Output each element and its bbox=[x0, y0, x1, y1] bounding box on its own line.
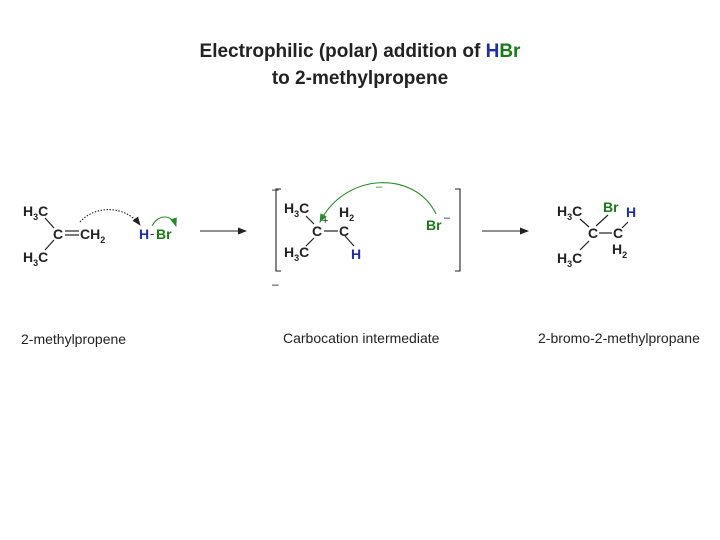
hbr-bond: - bbox=[150, 226, 154, 241]
intermediate-cation-carbon: C bbox=[312, 223, 322, 239]
product-ch2-carbon: C bbox=[613, 225, 623, 241]
title-bromine: Br bbox=[499, 41, 521, 62]
hbr-hydrogen: H bbox=[139, 226, 149, 242]
product-h2: H2 bbox=[612, 241, 627, 260]
curved-arrow-bromide-to-cation bbox=[319, 182, 437, 223]
product-structure: H3C H3C C C H2 Br H bbox=[557, 199, 636, 269]
label-intermediate: Carbocation intermediate bbox=[283, 330, 440, 346]
intermediate-h2: H2 bbox=[339, 204, 354, 223]
bromide-ion: Br bbox=[426, 217, 442, 233]
bromide-negative-charge: – bbox=[444, 212, 451, 224]
product-bonds bbox=[579, 214, 629, 251]
bracket-tick-top: – bbox=[272, 182, 279, 196]
bracket-tick-bottom: – bbox=[272, 277, 279, 291]
label-reactant: 2-methylpropene bbox=[21, 331, 127, 347]
title-line-1: Electrophilic (polar) addition of HBr bbox=[0, 40, 720, 64]
intermediate-methyl-bottom: H3C bbox=[284, 244, 309, 263]
reactant-structure: H3C H3C C CH2 bbox=[23, 203, 105, 268]
label-product: 2-bromo-2-methylpropane bbox=[538, 330, 700, 346]
reactant-ch2: CH2 bbox=[80, 226, 105, 245]
title-line-2: to 2-methylpropene bbox=[271, 68, 449, 89]
bracket-mark-center: – bbox=[376, 181, 383, 193]
product-quaternary-carbon: C bbox=[588, 225, 598, 241]
hbr-bromine: Br bbox=[156, 226, 172, 242]
title-hydrogen: H bbox=[485, 41, 500, 62]
intermediate-ch2-carbon: C bbox=[339, 223, 349, 239]
intermediate-structure: H3C H3C C C H2 H + Br – bbox=[284, 200, 451, 263]
product-methyl-top: H3C bbox=[557, 203, 582, 222]
reactant-bonds bbox=[44, 217, 79, 251]
reactant-central-carbon: C bbox=[53, 226, 63, 242]
curved-arrow-pi-to-h bbox=[79, 209, 141, 226]
product-bromine: Br bbox=[603, 199, 619, 215]
intermediate-methyl-top: H3C bbox=[284, 200, 309, 219]
reactant-methyl-top: H3C bbox=[23, 203, 48, 222]
intermediate-added-hydrogen: H bbox=[351, 246, 361, 262]
intermediate-bonds bbox=[305, 215, 355, 247]
product-methyl-bottom: H3C bbox=[557, 250, 582, 269]
reactant-methyl-bottom: H3C bbox=[23, 249, 48, 268]
intermediate-brackets bbox=[275, 188, 461, 272]
title-prefix: Electrophilic (polar) addition of bbox=[199, 41, 486, 62]
curved-arrow-bond-to-br bbox=[151, 216, 177, 227]
product-hydrogen: H bbox=[626, 204, 636, 220]
